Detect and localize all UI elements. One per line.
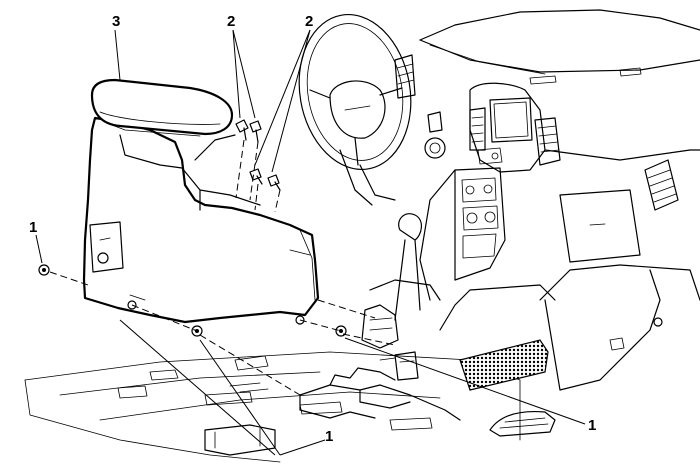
console-rear-fastener-hole bbox=[127, 300, 137, 310]
callout-2-right: 2 bbox=[305, 13, 313, 30]
passenger-air-vent bbox=[644, 159, 679, 211]
callouts: 3 2 2 1 1 1 bbox=[29, 13, 596, 445]
center-stack bbox=[361, 111, 506, 381]
floor-pan bbox=[24, 351, 521, 463]
bolt-4 bbox=[267, 174, 281, 191]
radio-controls bbox=[461, 177, 497, 203]
center-console bbox=[82, 78, 320, 325]
floor-air-duct bbox=[489, 410, 556, 437]
callout-1-left: 1 bbox=[29, 219, 37, 236]
shift-knob bbox=[398, 213, 422, 241]
steering-hub bbox=[329, 80, 386, 139]
bolt-3 bbox=[249, 168, 263, 185]
console-front-fastener-hole bbox=[295, 315, 305, 325]
bolt-2 bbox=[249, 120, 262, 143]
fasteners bbox=[38, 119, 347, 337]
screw-rear bbox=[38, 264, 50, 276]
console-body bbox=[82, 116, 320, 324]
steering-wheel bbox=[298, 13, 412, 206]
display-screen bbox=[489, 97, 533, 143]
callout-3: 3 bbox=[112, 13, 120, 30]
console-rear-panel bbox=[89, 221, 124, 273]
glove-box bbox=[559, 189, 641, 263]
callout-1-right: 1 bbox=[588, 417, 596, 434]
center-air-vent bbox=[534, 117, 561, 166]
instrument-panel bbox=[394, 9, 700, 391]
armrest-lid bbox=[90, 78, 234, 136]
screw-lower-right bbox=[335, 325, 347, 337]
alignment-lines bbox=[49, 139, 396, 396]
floor-grille bbox=[459, 339, 549, 391]
callout-1-bottom: 1 bbox=[325, 428, 333, 445]
leader-lines bbox=[35, 29, 586, 456]
climate-controls bbox=[462, 205, 499, 231]
driver-air-vent bbox=[394, 54, 416, 99]
callout-2-left: 2 bbox=[227, 13, 235, 30]
bolt-1 bbox=[235, 119, 249, 141]
